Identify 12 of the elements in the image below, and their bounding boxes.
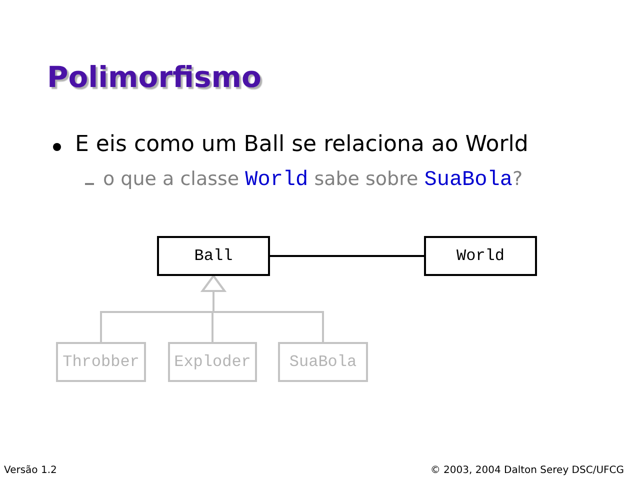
inheritance-arrow xyxy=(202,275,324,342)
bullet-text: E eis como um Ball se relaciona ao World xyxy=(75,132,528,158)
class-box: World xyxy=(424,236,537,276)
slide-title: Polimorfismo xyxy=(47,60,262,95)
association-line xyxy=(270,255,424,257)
class-box: Throbber xyxy=(56,342,146,382)
class-box: SuaBola xyxy=(278,342,368,382)
sub-bullet-text: o que a classe World sabe sobre SuaBola? xyxy=(103,168,523,194)
footer-text: Versão 1.2 xyxy=(4,465,57,477)
class-box: Exploder xyxy=(168,342,257,382)
class-box: Ball xyxy=(157,236,270,276)
footer-text: © 2003, 2004 Dalton Serey DSC/UFCG xyxy=(430,465,624,477)
